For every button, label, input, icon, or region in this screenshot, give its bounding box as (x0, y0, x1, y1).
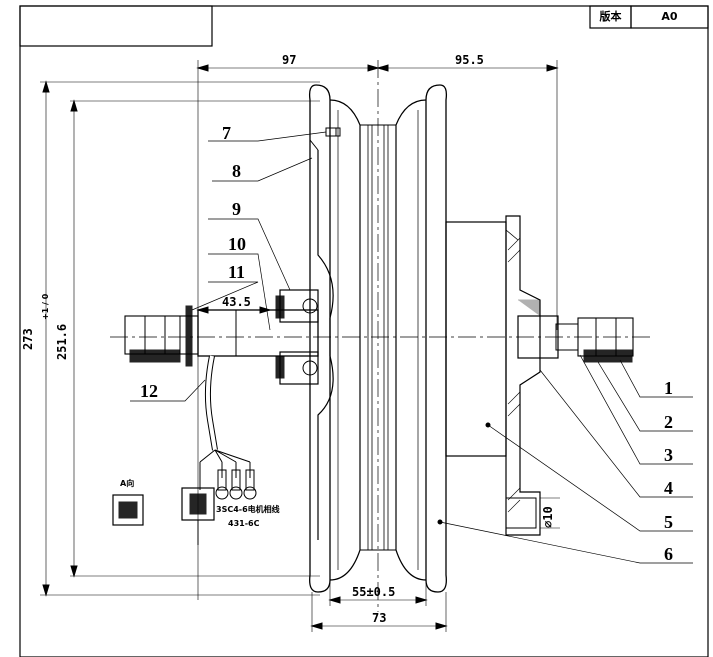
part-label-1: 1 (664, 378, 673, 398)
dim-hub-length: 43.5 (222, 295, 251, 309)
dim-left-width: 97 (282, 53, 297, 67)
version-value-cell (630, 5, 709, 29)
part-label-7: 7 (222, 123, 231, 143)
part-label-4: 4 (664, 478, 673, 498)
dim-rim-tolerance: +1 / 0 (41, 293, 50, 320)
part-label-3: 3 (664, 445, 673, 465)
view-label: A向 (120, 479, 135, 488)
sheet-border (19, 5, 709, 657)
part-label-5: 5 (664, 512, 673, 532)
part-label-2: 2 (664, 412, 673, 432)
dim-overall-height: 273 (21, 328, 35, 350)
dim-rim-inner-width: 55±0.5 (352, 585, 396, 599)
dim-rim-diameter: 251.6 (55, 323, 69, 360)
part-label-10: 10 (228, 234, 246, 254)
part-label-12: 12 (140, 381, 158, 401)
version-label: 版本 (599, 10, 622, 23)
dim-bolt-dia: ⌀10 (541, 506, 555, 528)
title-block-cell (19, 5, 213, 47)
part-label-6: 6 (664, 544, 673, 564)
part-label-8: 8 (232, 161, 241, 181)
dim-right-width: 95.5 (455, 53, 484, 67)
part-label-11: 11 (228, 262, 246, 282)
part-label-9: 9 (232, 199, 241, 219)
terminal-note: 3SC4-6电机相线 (216, 505, 280, 514)
dim-rim-width: 73 (372, 611, 387, 625)
terminal-code: 431-6C (228, 519, 260, 528)
version-value: A0 (661, 10, 678, 23)
